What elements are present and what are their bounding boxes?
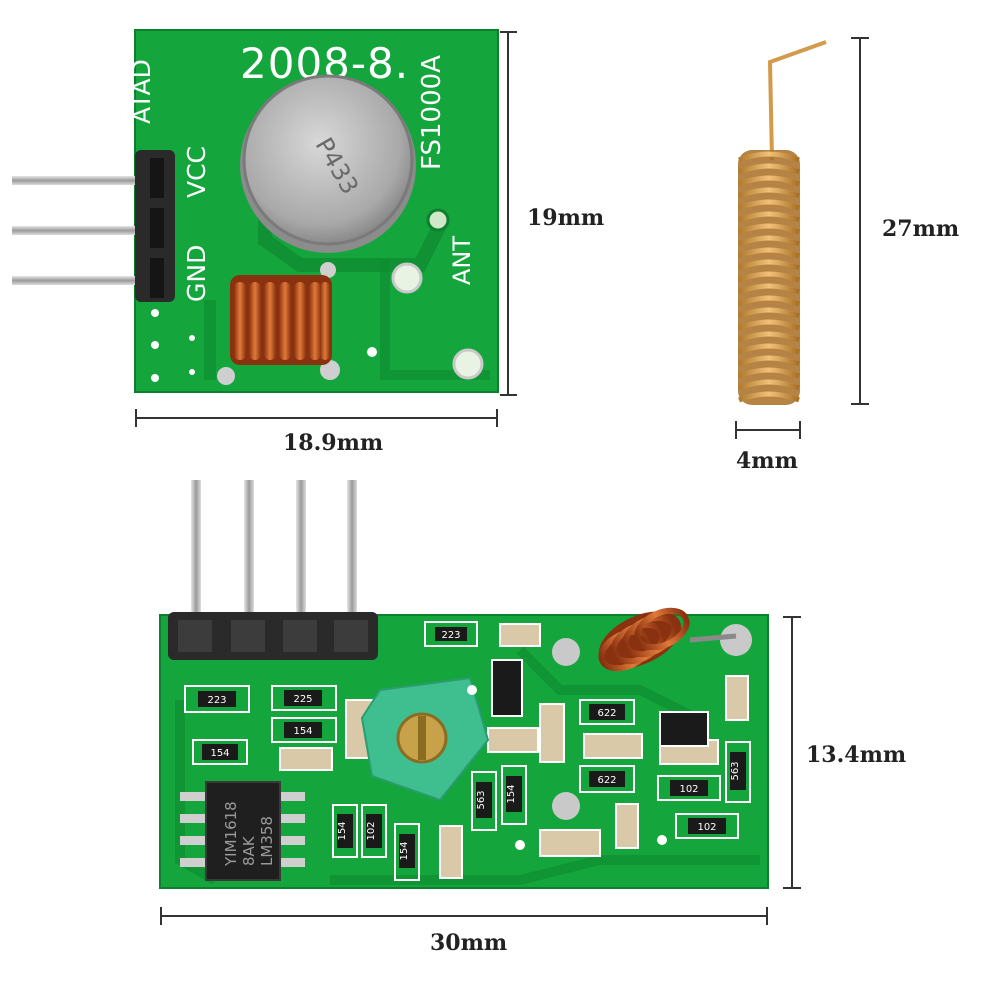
solder-joint xyxy=(320,262,336,278)
via xyxy=(367,347,377,357)
smd-label: 563 xyxy=(730,761,741,780)
ant-label: ANT xyxy=(448,236,476,285)
smd-label: 102 xyxy=(366,821,377,840)
via xyxy=(151,374,159,382)
smd-label: 102 xyxy=(679,784,698,795)
transistor xyxy=(659,711,709,747)
smd-label: 154 xyxy=(337,821,348,840)
smd-label: 223 xyxy=(441,630,460,641)
model-label: FS1000A xyxy=(417,55,447,170)
smd-label: 622 xyxy=(597,708,616,719)
ic-chip-lm358: LM358 8AK YIM1618 xyxy=(180,781,305,881)
spring-antenna xyxy=(738,40,827,405)
antenna-dimension-lines xyxy=(735,37,869,439)
pin-label-gnd: GND xyxy=(182,245,211,302)
trimmer-potentiometer xyxy=(360,676,490,802)
smd-resistors: 223 223 225 154 154 622 622 102 102 154 … xyxy=(184,621,751,881)
solder-joint xyxy=(217,367,235,385)
smd-label: 563 xyxy=(476,790,487,809)
via xyxy=(189,335,195,341)
antenna-diameter-label: 4mm xyxy=(736,448,798,474)
receiver-header-pins xyxy=(191,480,357,630)
transistor xyxy=(491,659,523,717)
smd-label: 225 xyxy=(293,694,312,705)
transmitter-header-pins xyxy=(12,150,175,302)
via xyxy=(189,369,195,375)
receiver-dimension-lines xyxy=(160,616,801,925)
saw-resonator-can: P433 xyxy=(240,74,416,253)
solder-joint xyxy=(320,360,340,380)
via xyxy=(151,341,159,349)
smd-label: 622 xyxy=(597,775,616,786)
receiver-module: 223 223 225 154 154 622 622 102 102 154 … xyxy=(159,480,769,889)
transmitter-module: ATAD VCC GND 2008-8. FS1000A ANT P433 xyxy=(12,29,499,393)
smd-label: 154 xyxy=(506,784,517,803)
mount-hole xyxy=(452,348,484,380)
chip-marking-line1: LM358 xyxy=(258,816,276,866)
copper-coil xyxy=(230,275,332,365)
chip-marking-line3: YIM1618 xyxy=(222,801,240,867)
smd-label: 154 xyxy=(399,841,410,860)
transmitter-width-label: 18.9mm xyxy=(283,430,384,456)
via-pad xyxy=(391,262,423,294)
solder-joint xyxy=(720,624,752,656)
header-block xyxy=(168,612,378,660)
via xyxy=(151,309,159,317)
receiver-copper-coil xyxy=(598,607,737,672)
solder-joint xyxy=(552,792,580,820)
solder-joint xyxy=(552,638,580,666)
receiver-height-label: 13.4mm xyxy=(806,742,907,768)
smd-label: 102 xyxy=(697,822,716,833)
via xyxy=(515,840,525,850)
smd-label: 154 xyxy=(293,726,312,737)
ant-pad xyxy=(426,208,450,232)
via xyxy=(657,835,667,845)
smd-label: 154 xyxy=(210,748,229,759)
antenna-length-label: 27mm xyxy=(882,216,960,242)
via xyxy=(467,685,477,695)
pin-label-vcc: VCC xyxy=(182,146,211,198)
transmitter-dimension-lines xyxy=(135,31,517,427)
pin-label-data: ATAD xyxy=(127,59,156,124)
chip-marking-line2: 8AK xyxy=(240,835,258,866)
receiver-width-label: 30mm xyxy=(430,930,508,956)
transmitter-height-label: 19mm xyxy=(527,205,605,231)
smd-label: 223 xyxy=(207,695,226,706)
